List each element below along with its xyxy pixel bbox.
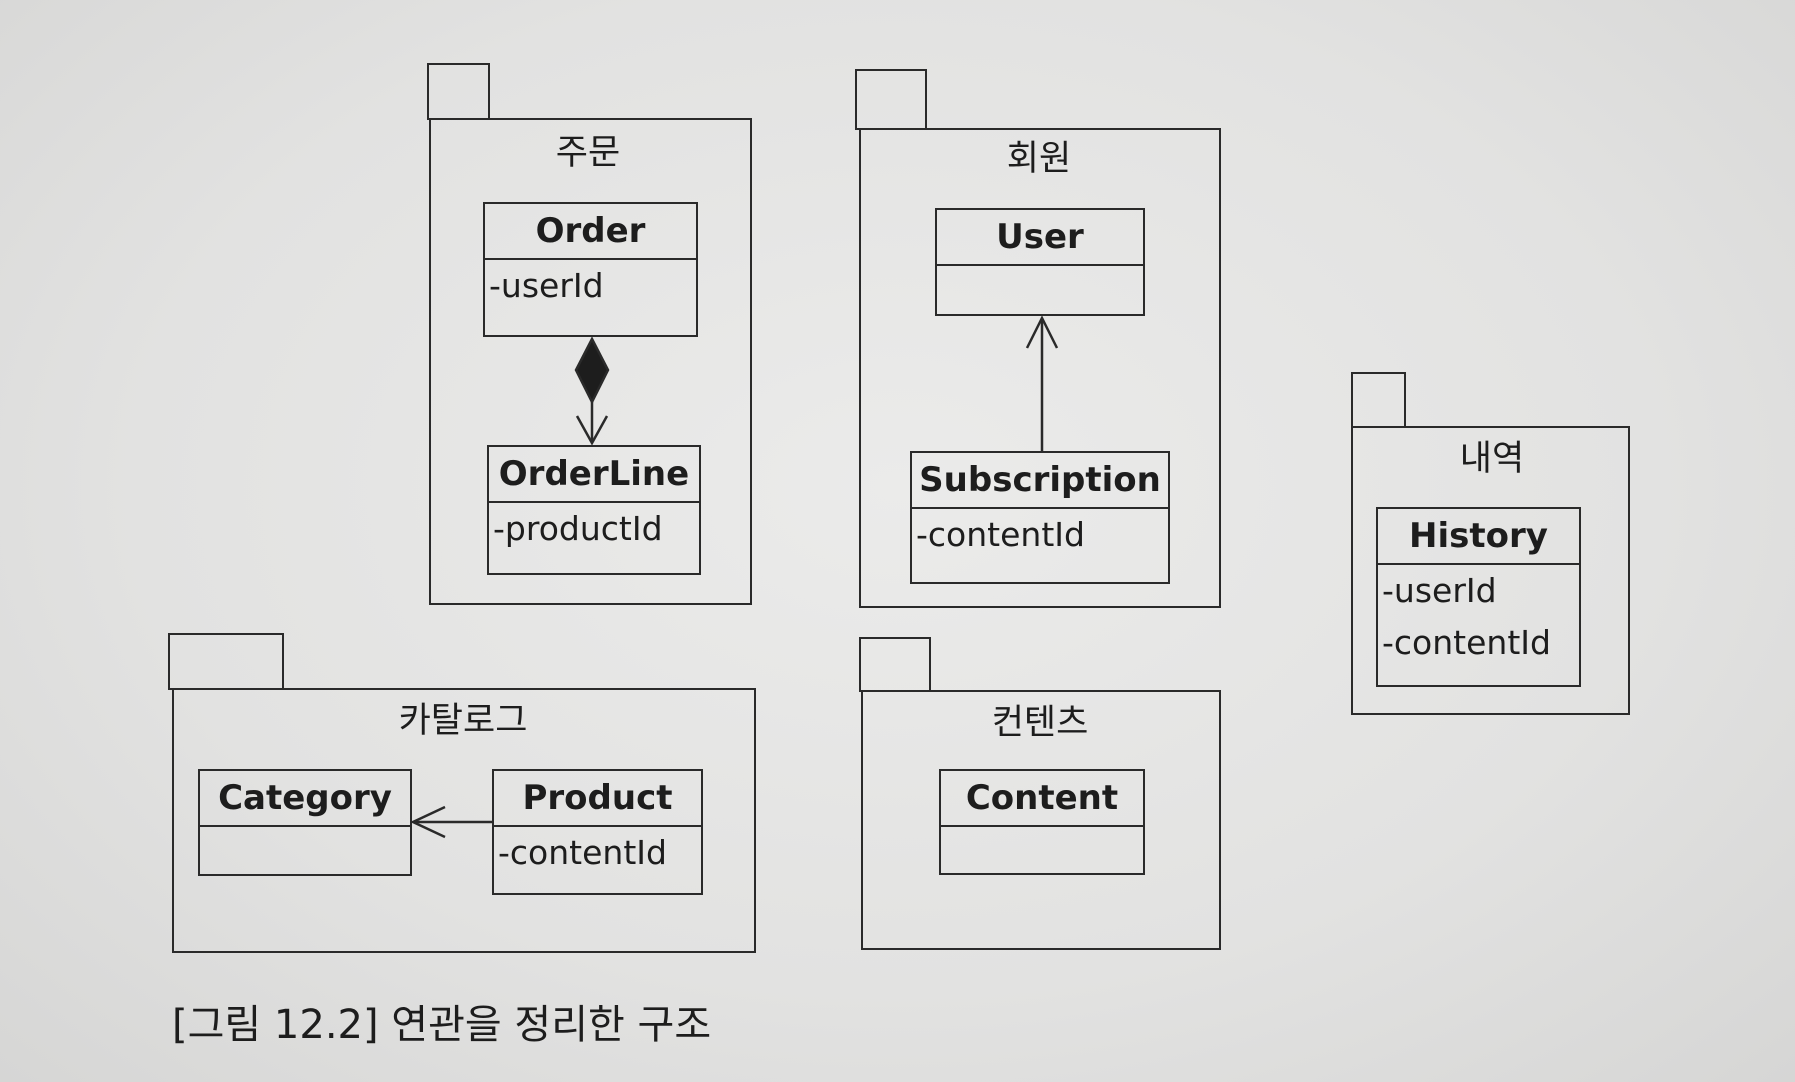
package-order-title: 주문 bbox=[555, 133, 621, 173]
class-name: History bbox=[1378, 509, 1579, 565]
class-category: Category bbox=[198, 769, 412, 876]
arrowhead-icon bbox=[410, 805, 446, 839]
class-user: User bbox=[935, 208, 1145, 316]
package-content-title: 컨텐츠 bbox=[991, 703, 1089, 743]
class-attribute: -userId bbox=[489, 266, 604, 305]
class-name: OrderLine bbox=[489, 447, 699, 503]
package-catalog bbox=[172, 688, 756, 953]
association-subscription-user bbox=[1025, 315, 1059, 451]
composition-diamond-icon bbox=[574, 336, 610, 405]
composition-order-orderline bbox=[574, 336, 610, 446]
class-name: Order bbox=[485, 204, 696, 260]
class-name: Product bbox=[494, 771, 701, 827]
association-product-category bbox=[410, 805, 492, 839]
class-name: User bbox=[937, 210, 1143, 266]
arrowhead-icon bbox=[575, 415, 609, 446]
arrowhead-icon bbox=[1025, 315, 1059, 349]
class-orderline: OrderLine -productId bbox=[487, 445, 701, 575]
package-order bbox=[429, 118, 752, 605]
class-name: Category bbox=[200, 771, 410, 827]
package-history bbox=[1351, 426, 1630, 715]
class-name: Content bbox=[941, 771, 1143, 827]
class-attribute: -userId bbox=[1382, 571, 1497, 610]
class-product: Product -contentId bbox=[492, 769, 703, 895]
package-history-title: 내역 bbox=[1459, 439, 1525, 479]
class-attribute: -contentId bbox=[916, 515, 1085, 554]
package-member-title: 회원 bbox=[1006, 139, 1072, 179]
class-attribute: -contentId bbox=[498, 833, 667, 872]
package-content bbox=[861, 690, 1221, 950]
class-order: Order -userId bbox=[483, 202, 698, 337]
package-catalog-title: 카탈로그 bbox=[398, 701, 528, 741]
class-subscription: Subscription -contentId bbox=[910, 451, 1170, 584]
class-history: History -userId -contentId bbox=[1376, 507, 1581, 687]
class-name: Subscription bbox=[912, 453, 1168, 509]
class-attribute: -productId bbox=[493, 509, 663, 548]
class-attribute: -contentId bbox=[1382, 623, 1551, 662]
figure-caption: [그림 12.2] 연관을 정리한 구조 bbox=[172, 1002, 712, 1048]
package-member bbox=[859, 128, 1221, 608]
class-content: Content bbox=[939, 769, 1145, 875]
